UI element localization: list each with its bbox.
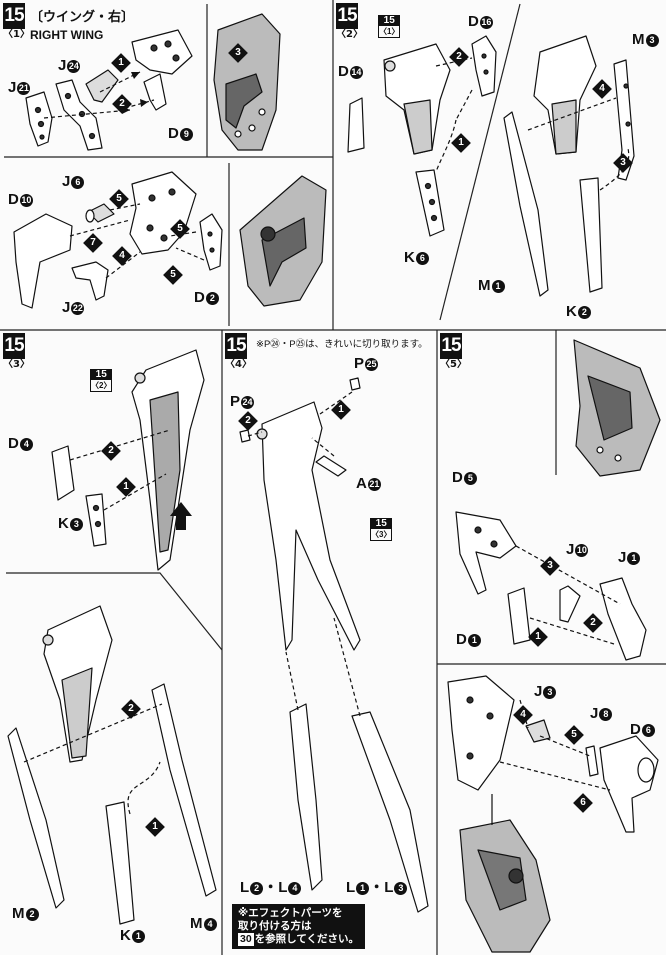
order-mark: 3	[540, 556, 560, 576]
step-number: 15	[225, 333, 247, 359]
step-sub-number: 〈1〉	[3, 29, 30, 40]
step-sub-number: 〈3〉	[3, 359, 30, 370]
order-mark: 5	[564, 725, 584, 745]
step-number: 15	[440, 333, 462, 359]
order-mark: 2	[583, 613, 603, 633]
order-mark: 6	[573, 793, 593, 813]
order-mark: 1	[528, 627, 548, 647]
step-number: 15	[3, 333, 25, 359]
ref-step: 15〈2〉	[90, 369, 113, 392]
step-sub-number: 〈2〉	[336, 29, 363, 40]
section-title-jp: 〔ウイング・右〕	[30, 9, 135, 24]
step-number: 15	[336, 3, 358, 29]
section-title-en: RIGHT WING	[30, 28, 104, 42]
step-sub-number: 〈4〉	[225, 359, 252, 370]
cut-note: ※P㉔・P㉕は、きれいに切り取ります。	[256, 339, 428, 350]
ref-step: 15〈1〉	[378, 15, 401, 38]
ref-step: 15〈3〉	[370, 518, 393, 541]
step-number: 15	[3, 3, 25, 29]
order-mark: 4	[513, 705, 533, 725]
step-sub-number: 〈5〉	[440, 359, 467, 370]
